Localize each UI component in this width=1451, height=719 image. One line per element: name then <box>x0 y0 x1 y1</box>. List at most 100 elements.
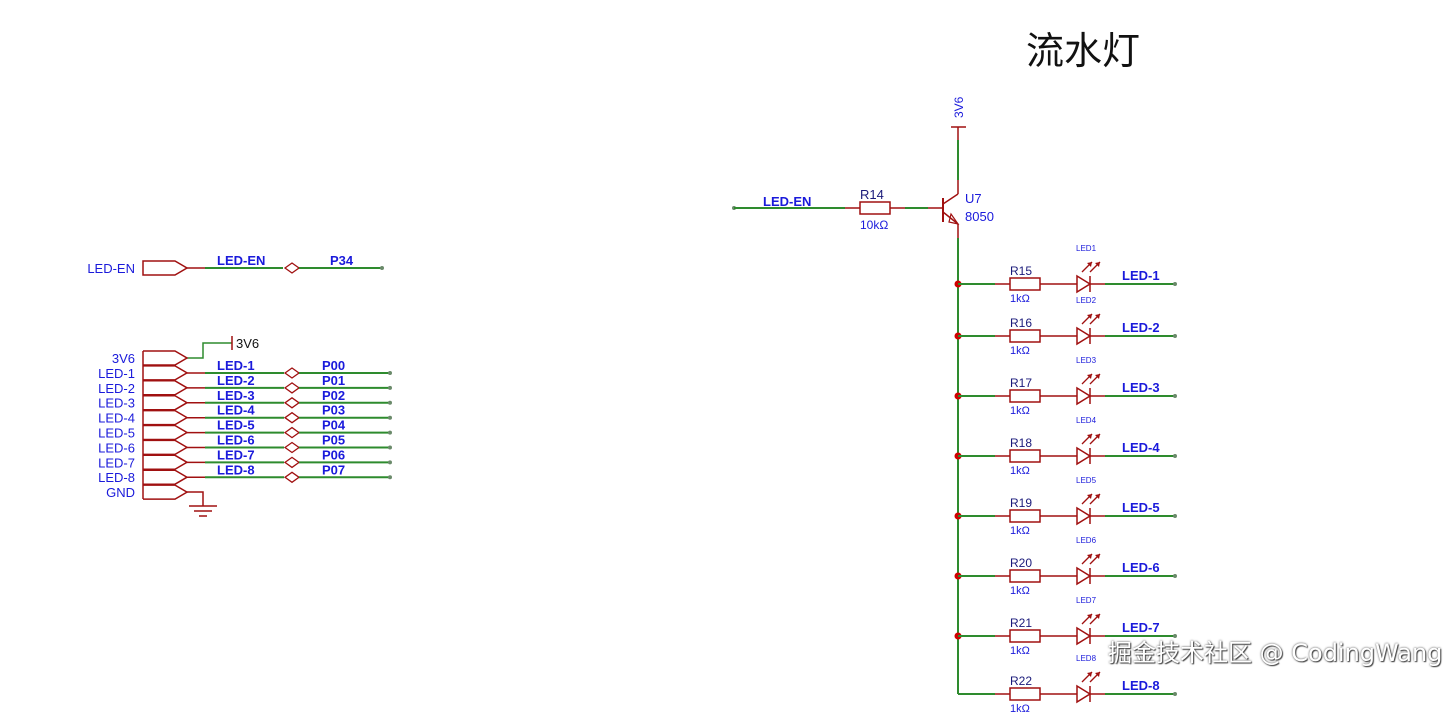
wire-end <box>388 400 392 405</box>
power-label: 3V6 <box>236 336 259 351</box>
resistor <box>1009 629 1041 643</box>
light-arrow-head-icon <box>1087 494 1092 499</box>
pin-label: P04 <box>322 418 346 433</box>
light-arrow-head-icon <box>1095 374 1100 379</box>
wire-end <box>388 445 392 450</box>
resistor-value: 1kΩ <box>1010 645 1030 657</box>
net-port-icon <box>283 411 301 424</box>
light-arrow-head-icon <box>1095 672 1100 677</box>
resistor-ref: R18 <box>1010 436 1032 450</box>
resistor <box>1009 569 1041 583</box>
light-arrow-head-icon <box>1095 434 1100 439</box>
pin-label: P02 <box>322 388 345 403</box>
net-label: LED-1 <box>217 358 255 373</box>
light-arrow-head-icon <box>1087 314 1092 319</box>
wire-end <box>388 475 392 480</box>
led-ref: LED1 <box>1076 244 1097 253</box>
resistor-ref: R15 <box>1010 264 1032 278</box>
net-label: LED-8 <box>217 462 255 477</box>
connector-pin <box>143 454 189 471</box>
wire-end <box>1173 454 1177 458</box>
net-port-icon <box>283 441 301 454</box>
net-port-icon <box>283 382 301 394</box>
resistor-r14 <box>859 201 891 215</box>
light-arrow-head-icon <box>1087 614 1092 619</box>
resistor-ref: R21 <box>1010 616 1032 630</box>
wire-end <box>1173 282 1177 286</box>
resistor-value: 1kΩ <box>1010 465 1030 477</box>
light-arrow-head-icon <box>1095 314 1100 319</box>
transistor-ref: U7 <box>965 191 982 206</box>
connector-pin <box>143 469 189 485</box>
port-label: LED-6 <box>98 440 135 455</box>
connector-pin <box>143 439 189 456</box>
net-label: LED-3 <box>1122 380 1160 395</box>
wire-end <box>1173 634 1177 638</box>
led-ref: LED8 <box>1076 654 1097 663</box>
pin-label: P03 <box>322 403 345 418</box>
connector-pin <box>143 350 189 366</box>
resistor-value: 1kΩ <box>1010 405 1030 417</box>
led-diode-icon <box>1076 274 1092 294</box>
led-ref: LED5 <box>1076 476 1097 485</box>
led-ref: LED6 <box>1076 536 1097 545</box>
resistor-value: 10kΩ <box>860 218 888 232</box>
port-label: LED-EN <box>87 261 135 276</box>
header-net-row: LED-4 P03 <box>187 403 392 424</box>
wire-end <box>1173 334 1177 338</box>
led-ref: LED2 <box>1076 296 1097 305</box>
wire-end <box>388 430 392 435</box>
wire-end <box>1173 514 1177 518</box>
connector-pin <box>143 424 189 441</box>
resistor <box>1009 687 1041 701</box>
wire-end <box>388 385 392 390</box>
light-arrow-head-icon <box>1095 614 1100 619</box>
light-arrow-head-icon <box>1095 262 1100 267</box>
net-label: LED-EN <box>217 253 265 268</box>
wire-end <box>388 460 392 465</box>
light-arrow-head-icon <box>1087 262 1092 267</box>
net-port-icon <box>283 397 301 409</box>
resistor-ref: R14 <box>860 187 884 202</box>
led-rows: R151kΩLED1LED-1R161kΩLED2LED-2R171kΩLED3… <box>954 244 1177 715</box>
net-label: LED-2 <box>1122 320 1160 335</box>
net-label: LED-4 <box>217 403 255 418</box>
pin-label: P34 <box>330 253 354 268</box>
wire-end <box>388 415 392 420</box>
connector-pin <box>143 409 189 426</box>
connector-pin <box>143 380 189 396</box>
port-label: 3V6 <box>112 351 135 366</box>
port-label: LED-7 <box>98 455 135 470</box>
led-diode-icon <box>1076 626 1092 646</box>
transistor-part: 8050 <box>965 209 994 224</box>
net-port-icon <box>283 456 301 469</box>
resistor <box>1009 329 1041 343</box>
net-label: LED-3 <box>217 388 255 403</box>
led-diode-icon <box>1076 446 1092 466</box>
header-connector: 3V6LED-1LED-2LED-3LED-4LED-5LED-6LED-7LE… <box>98 350 392 500</box>
light-arrow-head-icon <box>1087 554 1092 559</box>
connector-pin <box>143 365 189 381</box>
driver-section: 3V6 LED-EN R14 10kΩ U7 8050 <box>732 96 994 694</box>
light-arrow-head-icon <box>1095 554 1100 559</box>
port-label: LED-2 <box>98 381 135 396</box>
resistor-ref: R20 <box>1010 556 1032 570</box>
port-label: LED-3 <box>98 396 135 411</box>
net-label: LED-2 <box>217 373 255 388</box>
header-net-row: LED-3 P02 <box>187 388 392 409</box>
port-label: GND <box>106 485 135 500</box>
connector-pin <box>143 394 189 411</box>
net-label: LED-7 <box>1122 620 1160 635</box>
led-diode-icon <box>1076 684 1092 704</box>
resistor-value: 1kΩ <box>1010 585 1030 597</box>
net-port-icon <box>283 471 301 484</box>
